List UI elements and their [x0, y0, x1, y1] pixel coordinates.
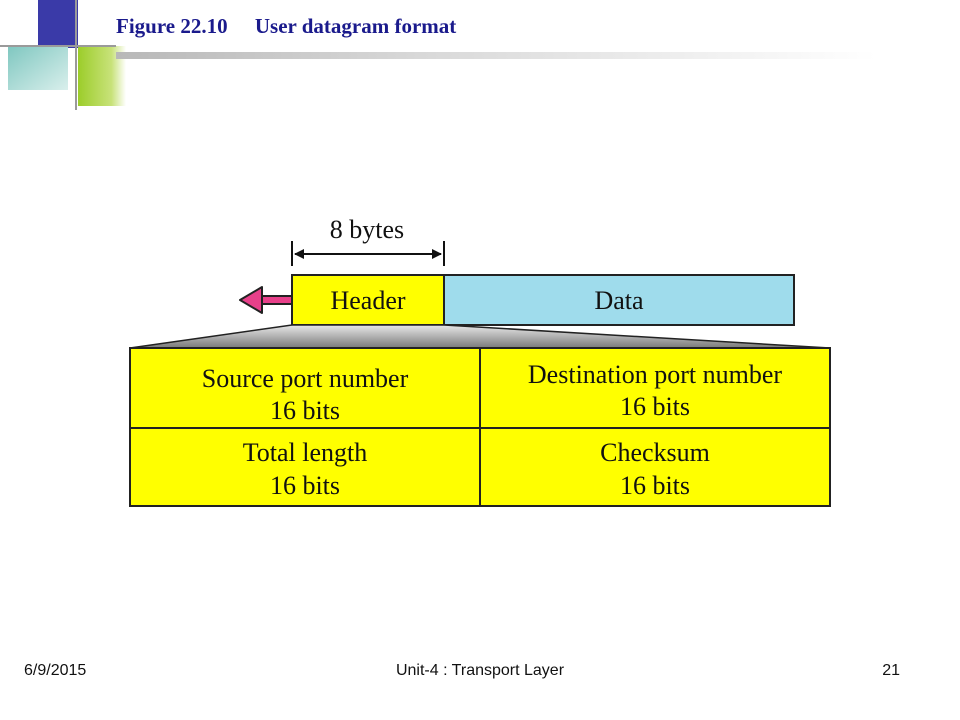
corner-vertical-line [75, 0, 77, 110]
field-source-port-size: 16 bits [270, 396, 340, 425]
field-destination-port-size: 16 bits [620, 392, 690, 421]
header-label: Header [330, 286, 405, 315]
slide-title: Figure 22.10 User datagram format [116, 14, 456, 39]
corner-block-teal [8, 46, 68, 90]
field-total-length [129, 427, 481, 507]
title-rule [116, 52, 876, 59]
field-destination-port [479, 347, 831, 429]
field-destination-port-name: Destination port number [528, 360, 783, 389]
field-source-port-name: Source port number [202, 364, 409, 393]
header-expansion-fan [129, 324, 831, 349]
figure-title: User datagram format [254, 14, 457, 38]
field-checksum [479, 427, 831, 507]
field-checksum-size: 16 bits [620, 471, 690, 500]
footer-course: Unit-4 : Transport Layer [395, 662, 565, 679]
pointer-arrow-head [239, 286, 263, 314]
field-checksum-name: Checksum [600, 438, 710, 467]
field-total-length-name: Total length [243, 438, 368, 467]
field-total-length-size: 16 bits [270, 471, 340, 500]
corner-horizontal-line [0, 45, 116, 47]
figure-label: Figure 22.10 [116, 14, 228, 38]
corner-block-blue [38, 0, 78, 48]
footer-date: 6/9/2015 [24, 662, 87, 679]
footer-page-number: 21 [882, 662, 900, 679]
data-label: Data [594, 286, 644, 315]
data-box [443, 274, 795, 326]
field-source-port [129, 347, 481, 429]
size-label: 8 bytes [330, 215, 404, 244]
